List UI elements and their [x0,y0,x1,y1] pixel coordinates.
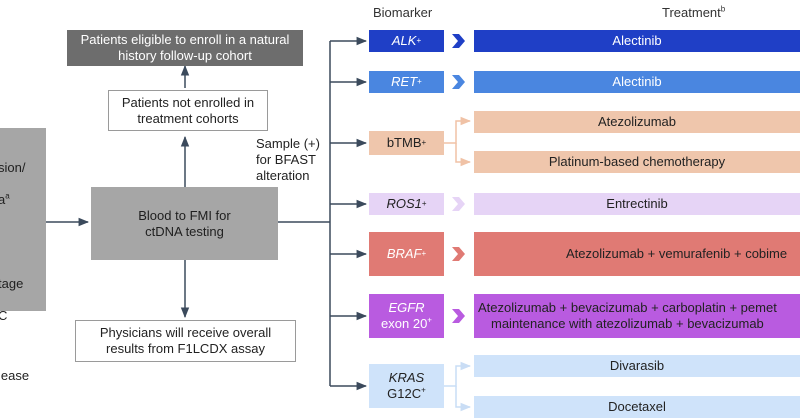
treatment-ros1-entrectinib: Entrectinib [474,193,800,215]
biomarker-egfr-label: EGFR [388,300,425,315]
population-line-2: aa [0,192,29,208]
treatment-braf-combo: Atezolizumab + vemurafenib + cobime [474,232,800,276]
biomarker-kras-label2: G12C [387,386,422,401]
eligible-cohort-box: Patients eligible to enroll in a natural… [67,30,303,66]
treatment-ret-alectinib: Alectinib [474,71,800,93]
biomarker-braf-label: BRAF [386,246,422,261]
treatment-kras-divarasib: Divarasib [474,355,800,377]
chevron-icon [452,34,465,48]
chevron-icon [452,309,465,323]
blood-to-fmi-box: Blood to FMI for ctDNA testing [91,187,278,260]
chevron-icon [452,75,465,89]
population-box: sion/ aa tage C lease [0,128,46,383]
population-line-4: C [0,308,8,323]
biomarker-ret: RET+ [369,71,444,93]
chevron-icon [452,247,465,261]
biomarker-egfr-label2: exon 20 [381,316,428,331]
treatment-btmb-platinum-chemo: Platinum-based chemotherapy [474,151,800,173]
split-kras-top [444,361,472,387]
population-line-2-sup: a [5,191,10,201]
biomarker-egfr-sup: + [427,315,432,325]
biomarker-kras-line2: G12C+ [387,386,426,402]
not-enrolled-box: Patients not enrolled in treatment cohor… [108,90,268,131]
sample-note: Sample (+) for BFAST alteration [256,136,320,183]
physicians-box: Physicians will receive overall results … [75,320,296,362]
biomarker-braf: BRAF+ [369,232,444,276]
biomarker-btmb-label: bTMB [386,135,422,150]
biomarker-ros1-label: ROS1 [386,196,422,211]
biomarker-alk: ALK+ [369,30,444,52]
split-kras-bottom [455,386,472,412]
biomarker-ret-label: RET [391,74,418,89]
treatment-header-sup: b [720,4,726,14]
chevron-icon [452,197,465,211]
split-btmb-bottom [455,143,472,167]
biomarker-btmb: bTMB+ [369,131,444,155]
population-line-2-text: a [0,192,6,207]
biomarker-header: Biomarker [373,5,433,20]
treatment-egfr-combo: Atezolizumab + bevacizumab + carboplatin… [474,294,800,338]
population-line-3: tage [0,276,24,291]
treatment-alk-alectinib: Alectinib [474,30,800,52]
biomarker-kras-sup: + [421,385,426,395]
biomarker-egfr-line2: exon 20+ [381,316,432,332]
biomarker-ros1: ROS1+ [369,193,444,215]
population-line-1: sion/ [0,160,26,175]
treatment-header: Treatmentb [662,5,725,20]
treatment-btmb-atezolizumab: Atezolizumab [474,111,800,133]
treatment-kras-docetaxel: Docetaxel [474,396,800,418]
biomarker-kras-label: KRAS [388,370,425,385]
population-line-5: lease [0,368,30,383]
split-btmb-top [444,116,472,144]
biomarker-alk-label: ALK [391,33,417,48]
treatment-header-text: Treatment [662,5,721,20]
